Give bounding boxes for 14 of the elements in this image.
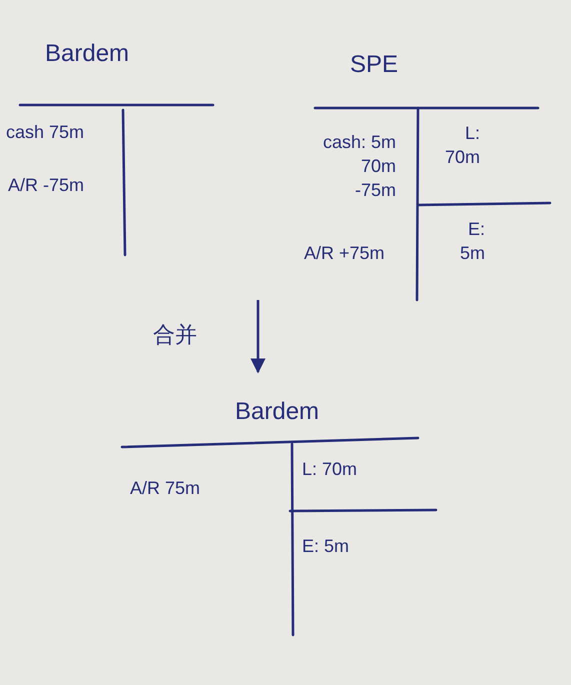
account-entry: L: 70m xyxy=(444,122,480,169)
edge-label: 合并 xyxy=(153,322,197,348)
account-entry: A/R +75m xyxy=(304,242,385,265)
account-entry: E: 5m xyxy=(302,535,350,558)
account-entry: cash 75m xyxy=(6,121,84,144)
account-entry: cash: 5m 70m -75m xyxy=(322,131,396,202)
account-title: Bardem xyxy=(45,42,130,66)
arrow xyxy=(250,300,266,374)
account-title: SPE xyxy=(350,53,398,77)
account-entry: A/R -75m xyxy=(8,174,84,197)
account-entry: E: 5m xyxy=(458,218,485,265)
account-entry: L: 70m xyxy=(302,458,358,481)
account-entry: A/R 75m xyxy=(130,477,200,500)
account-title: Bardem xyxy=(235,400,320,424)
